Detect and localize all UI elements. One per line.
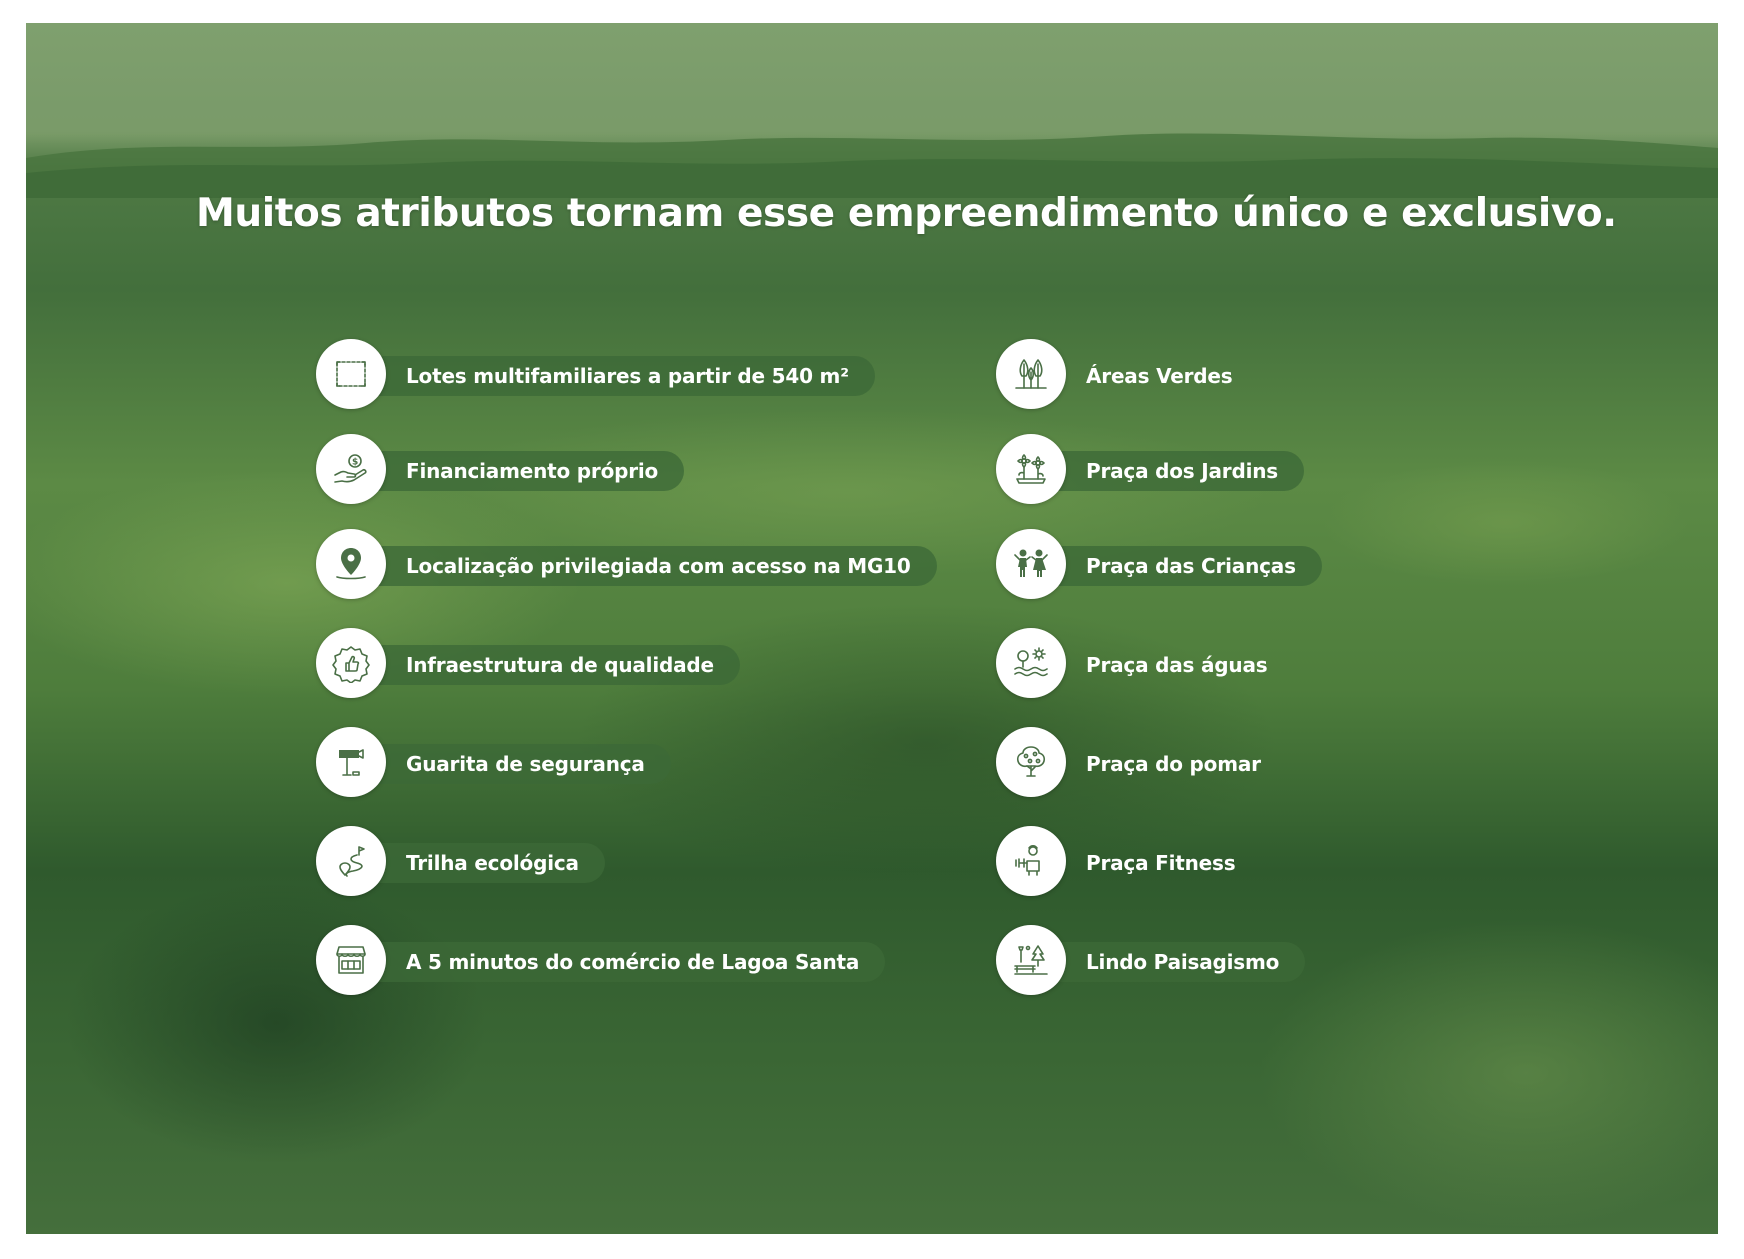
feature-label: Financiamento próprio xyxy=(406,459,659,483)
feature-label-pill: Praça do pomar xyxy=(1030,744,1287,784)
mountain-ridge xyxy=(26,133,1718,198)
feature-label: Praça dos Jardins xyxy=(1086,459,1278,483)
feature-label: Praça do pomar xyxy=(1086,752,1261,776)
feature-label-pill: Praça das águas xyxy=(1030,645,1293,685)
landscaping-icon xyxy=(996,925,1066,995)
feature-label-pill: Guarita de segurança xyxy=(350,744,671,784)
feature-label-pill: Lindo Paisagismo xyxy=(1030,942,1306,982)
children-icon xyxy=(996,529,1066,599)
feature-label: Praça Fitness xyxy=(1086,851,1236,875)
feature-label: A 5 minutos do comércio de Lagoa Santa xyxy=(406,950,860,974)
feature-label-pill: Áreas Verdes xyxy=(1030,356,1258,396)
feature-label-pill: Praça das Crianças xyxy=(1030,546,1322,586)
feature-label-pill: Lotes multifamiliares a partir de 540 m² xyxy=(350,356,875,396)
feature-label-pill: Praça Fitness xyxy=(1030,843,1261,883)
feature-label-pill: A 5 minutos do comércio de Lagoa Santa xyxy=(350,942,886,982)
sky xyxy=(26,23,1718,143)
flowers-icon xyxy=(996,434,1066,504)
feature-label-pill: Trilha ecológica xyxy=(350,843,605,883)
feature-label: Praça das Crianças xyxy=(1086,554,1296,578)
fruit-tree-icon xyxy=(996,727,1066,797)
feature-label: Lotes multifamiliares a partir de 540 m² xyxy=(406,364,849,388)
hand-money-icon: $ xyxy=(316,434,386,504)
svg-text:$: $ xyxy=(352,458,358,468)
feature-label-pill: Localização privilegiada com acesso na M… xyxy=(350,546,937,586)
trees-icon xyxy=(996,339,1066,409)
page-title: Muitos atributos tornam esse empreendime… xyxy=(196,191,1617,236)
feature-label: Praça das águas xyxy=(1086,653,1268,677)
feature-label-pill: Praça dos Jardins xyxy=(1030,451,1304,491)
aerial-background: Muitos atributos tornam esse empreendime… xyxy=(26,23,1718,1234)
lot-area-icon xyxy=(316,339,386,409)
trail-icon xyxy=(316,826,386,896)
feature-label-pill: Financiamento próprio xyxy=(350,451,685,491)
feature-label-pill: Infraestrutura de qualidade xyxy=(350,645,740,685)
storefront-icon xyxy=(316,925,386,995)
feature-label: Áreas Verdes xyxy=(1086,364,1233,388)
feature-label: Infraestrutura de qualidade xyxy=(406,653,714,677)
feature-label: Lindo Paisagismo xyxy=(1086,950,1280,974)
feature-label: Guarita de segurança xyxy=(406,752,645,776)
quality-badge-icon xyxy=(316,628,386,698)
location-pin-icon xyxy=(316,529,386,599)
water-icon xyxy=(996,628,1066,698)
security-camera-icon xyxy=(316,727,386,797)
feature-label: Trilha ecológica xyxy=(406,851,579,875)
feature-label: Localização privilegiada com acesso na M… xyxy=(406,554,911,578)
fitness-icon xyxy=(996,826,1066,896)
